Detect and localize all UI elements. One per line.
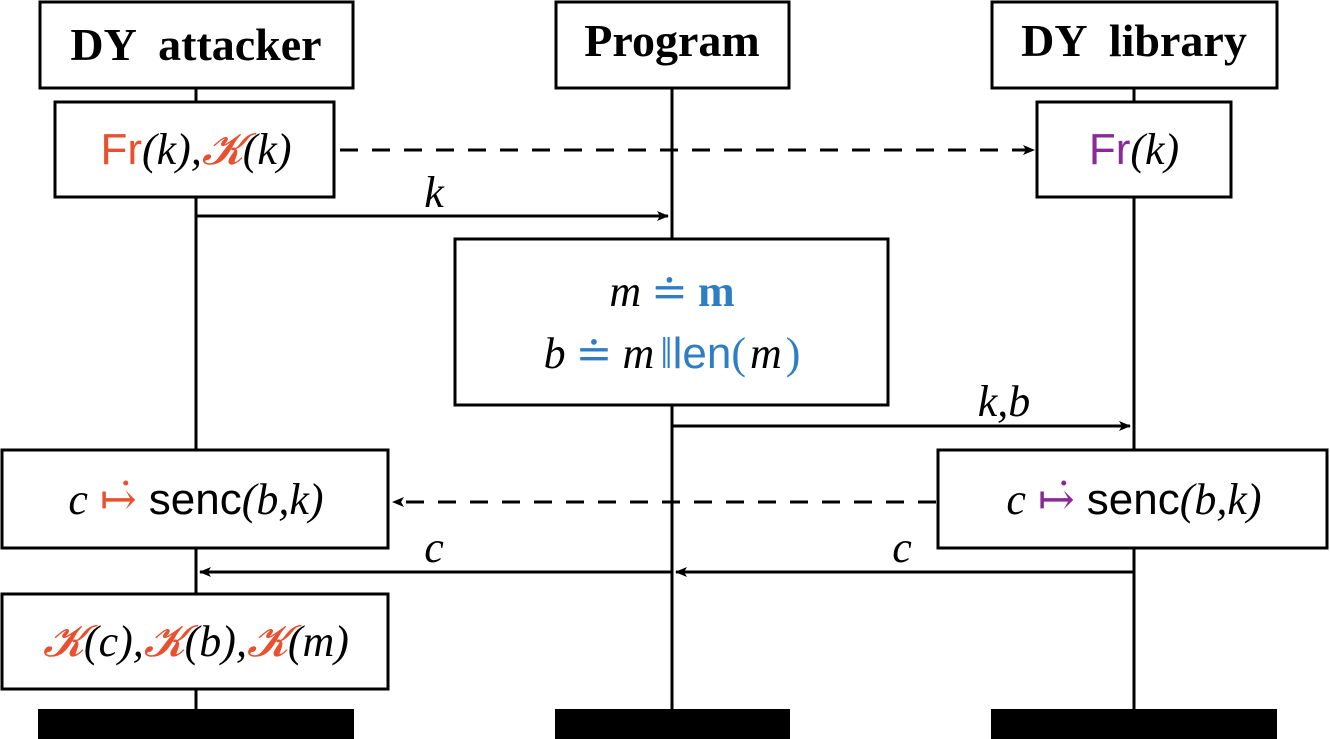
program-lifeline-end: [555, 709, 790, 739]
attacker-header: DY attacker: [38, 0, 355, 90]
message-c-library-label: c: [892, 523, 912, 572]
program-line-2: b≐m‖len(m): [544, 329, 801, 378]
library-senc-text: c↦̇senc(b,k): [1006, 475, 1261, 524]
library-title: DY library: [1021, 15, 1247, 66]
message-c-attacker-label: c: [424, 523, 444, 572]
attacker-fresh-text: Fr(k),𝓚(k): [100, 125, 291, 174]
message-k-label: k: [424, 168, 445, 217]
attacker-knowledge-box: 𝓚(c),𝓚(b),𝓚(m): [0, 592, 390, 691]
library-senc-box: c↦̇senc(b,k): [936, 448, 1329, 550]
program-title: Program: [584, 15, 759, 66]
library-fresh-box: Fr(k): [1035, 100, 1233, 199]
library-header: DY library: [990, 0, 1279, 90]
library-fresh-text: Fr(k): [1089, 125, 1179, 174]
program-block: m≐m b≐m‖len(m): [453, 237, 890, 407]
attacker-lifeline-end: [38, 709, 354, 739]
program-line-1: m≐m: [609, 267, 734, 316]
program-header: Program: [554, 0, 791, 90]
attacker-title: DY attacker: [70, 19, 321, 70]
attacker-senc-text: c↦̇senc(b,k): [68, 475, 323, 524]
attacker-knowledge-text: 𝓚(c),𝓚(b),𝓚(m): [43, 617, 349, 666]
library-lifeline-end: [991, 709, 1277, 739]
message-kb-label: k,b: [978, 377, 1031, 426]
attacker-senc-box: c↦̇senc(b,k): [0, 448, 390, 550]
attacker-fresh-box: Fr(k),𝓚(k): [53, 100, 336, 199]
